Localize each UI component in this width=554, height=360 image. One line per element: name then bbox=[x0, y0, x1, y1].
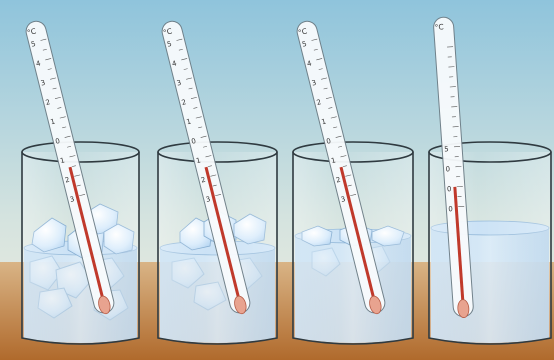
scale-label: 5 bbox=[444, 145, 449, 153]
scale-label: 0 bbox=[447, 185, 452, 193]
unit-label: °C bbox=[434, 22, 444, 32]
scale-label: 0 bbox=[445, 165, 450, 173]
scale-label: 0 bbox=[448, 205, 453, 213]
